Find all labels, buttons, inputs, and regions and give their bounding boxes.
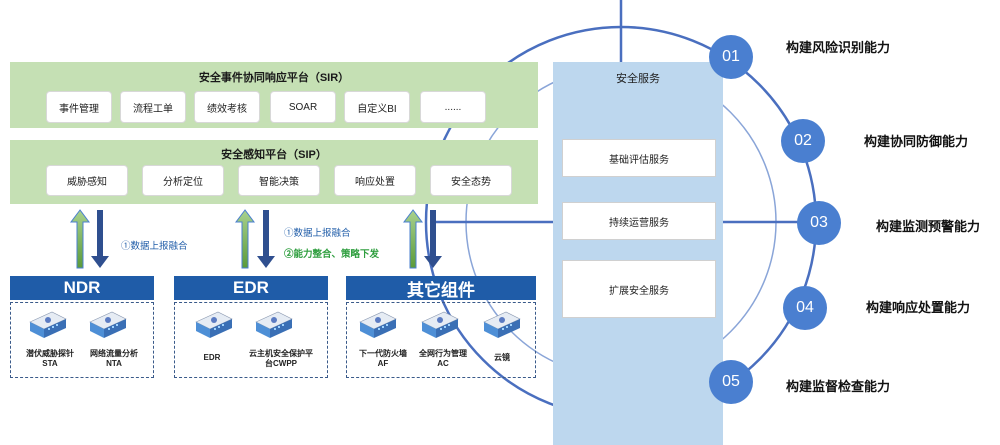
sta-device-icon xyxy=(29,311,67,339)
nta-device-icon xyxy=(89,311,127,339)
edr-device-group xyxy=(174,302,328,378)
service-basic-assessment[interactable]: 基础评估服务 xyxy=(562,139,716,177)
down-arrow-right xyxy=(424,210,442,268)
capability-01-badge: 01 xyxy=(709,35,753,79)
up-arrow-right xyxy=(403,209,423,269)
device-label-af: 下一代防火墙 AF xyxy=(359,349,407,368)
ndr-header: NDR xyxy=(10,276,154,300)
device-label-sta: 潜伏威胁探针 STA xyxy=(26,349,74,368)
device-icons xyxy=(29,311,521,339)
sir-item-workflow-ticket[interactable]: 流程工单 xyxy=(120,91,186,123)
capability-05-badge: 05 xyxy=(709,360,753,404)
service-continuous-operation[interactable]: 持续运营服务 xyxy=(562,202,716,240)
ac-device-icon xyxy=(421,311,459,339)
capability-03-label: 构建监测预警能力 xyxy=(876,219,981,234)
flow-note-left: ①数据上报融合 xyxy=(121,241,188,252)
edr-header: EDR xyxy=(174,276,328,300)
device-label-ac: 全网行为管理 AC xyxy=(419,349,467,368)
other-device-group xyxy=(346,302,536,378)
sir-item-more[interactable]: ...... xyxy=(420,91,486,123)
edr-device-icon xyxy=(195,311,233,339)
cwpp-device-icon xyxy=(255,311,293,339)
sip-item-threat-perception[interactable]: 威胁感知 xyxy=(46,165,128,196)
capability-02-badge: 02 xyxy=(781,119,825,163)
flow-arrows xyxy=(70,209,442,269)
service-extended-security[interactable]: 扩展安全服务 xyxy=(562,260,716,318)
sip-item-response[interactable]: 响应处置 xyxy=(334,165,416,196)
sir-title: 安全事件协同响应平台（SIR） xyxy=(198,72,350,84)
sip-panel: 安全感知平台（SIP） 威胁感知 分析定位 智能决策 响应处置 安全态势 xyxy=(10,140,538,204)
up-arrow-mid xyxy=(235,209,255,269)
ndr-device-group xyxy=(10,302,154,378)
other-components-header: 其它组件 xyxy=(346,276,536,300)
sip-item-security-posture[interactable]: 安全态势 xyxy=(430,165,512,196)
af-device-icon xyxy=(359,311,397,339)
capability-03-badge: 03 xyxy=(797,201,841,245)
down-arrow-left xyxy=(91,210,109,268)
device-label-cloud-mirror: 云镜 xyxy=(494,353,510,362)
capability-04-badge: 04 xyxy=(783,286,827,330)
sip-item-decision[interactable]: 智能决策 xyxy=(238,165,320,196)
sir-item-performance[interactable]: 绩效考核 xyxy=(194,91,260,123)
capability-04-label: 构建响应处置能力 xyxy=(866,300,971,315)
flow-note-mid-strategy: ②能力整合、策略下发 xyxy=(284,249,380,260)
security-service-title: 安全服务 xyxy=(616,73,660,85)
flow-note-mid-upload: ①数据上报融合 xyxy=(284,228,351,239)
up-arrow-left xyxy=(70,209,90,269)
sir-item-event-management[interactable]: 事件管理 xyxy=(46,91,112,123)
capability-01-label: 构建风险识别能力 xyxy=(786,40,891,55)
device-label-edr: EDR xyxy=(203,353,221,362)
sir-item-soar[interactable]: SOAR xyxy=(270,91,336,123)
sip-title: 安全感知平台（SIP） xyxy=(221,149,327,161)
security-service-column: 安全服务 基础评估服务 持续运营服务 扩展安全服务 xyxy=(553,62,723,445)
sir-panel: 安全事件协同响应平台（SIR） 事件管理 流程工单 绩效考核 SOAR 自定义B… xyxy=(10,62,538,128)
cloud-mirror-device-icon xyxy=(483,311,521,339)
sip-item-analysis[interactable]: 分析定位 xyxy=(142,165,224,196)
sir-item-custom-bi[interactable]: 自定义BI xyxy=(344,91,410,123)
down-arrow-mid xyxy=(257,210,275,268)
device-label-nta: 网络流量分析 NTA xyxy=(90,349,138,368)
capability-02-label: 构建协同防御能力 xyxy=(864,134,969,149)
capability-05-label: 构建监督检查能力 xyxy=(786,379,891,394)
device-label-cwpp: 云主机安全保护平 台CWPP xyxy=(249,349,313,368)
